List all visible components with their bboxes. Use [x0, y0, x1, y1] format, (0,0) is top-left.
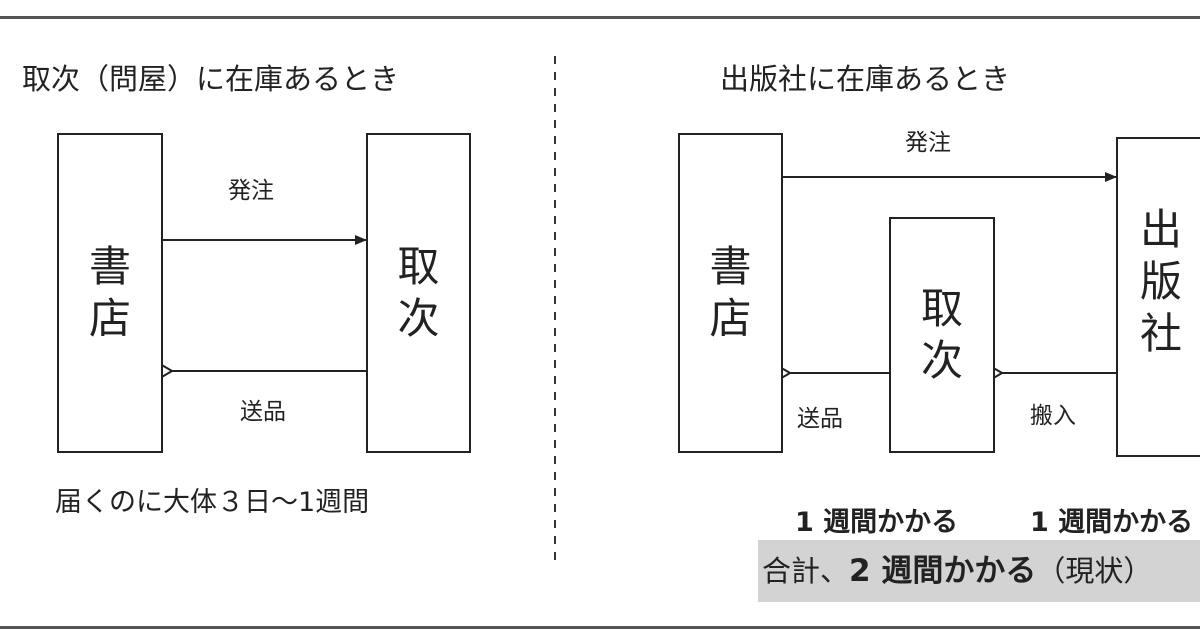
right-publisher-label: 出版社: [1140, 205, 1183, 358]
total-highlight: 合計、2 週間かかる（現状）: [758, 540, 1200, 602]
right-order-label: 発注: [905, 130, 951, 156]
right-distributor-label: 取次: [921, 284, 964, 385]
top-border: [0, 16, 1200, 19]
week-note-2: 1 週間かかる: [1030, 507, 1194, 538]
bottom-border: [0, 626, 1200, 629]
left-order-label: 発注: [228, 178, 274, 204]
right-ship-label: 送品: [797, 406, 843, 432]
right-distributor-box: 取次: [889, 217, 995, 453]
right-delivery-label: 搬入: [1030, 403, 1076, 429]
right-store-box: 書店: [678, 133, 783, 453]
left-store-label: 書店: [89, 242, 132, 343]
left-distributor-label: 取次: [397, 242, 440, 343]
left-store-box: 書店: [57, 133, 163, 453]
left-footer: 届くのに大体３日〜1週間: [55, 487, 370, 518]
total-prefix: 合計、: [762, 554, 850, 588]
total-bold: 2 週間かかる: [849, 553, 1037, 589]
left-distributor-box: 取次: [366, 133, 471, 453]
left-title: 取次（問屋）に在庫あるとき: [22, 62, 400, 96]
week-note-1: 1 週間かかる: [795, 507, 959, 538]
right-title: 出版社に在庫あるとき: [720, 62, 1011, 96]
right-store-label: 書店: [709, 242, 752, 343]
right-publisher-box: 出版社: [1116, 137, 1200, 457]
total-suffix: （現状）: [1036, 554, 1153, 588]
left-ship-label: 送品: [240, 399, 286, 425]
